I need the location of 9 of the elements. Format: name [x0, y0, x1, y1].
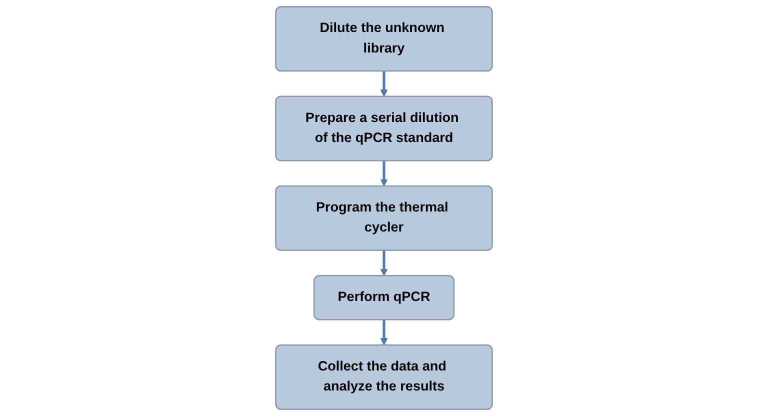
- node-box: Dilute the unknown library: [275, 6, 493, 72]
- node-box: Prepare a serial dilution of the qPCR standard: [275, 96, 493, 162]
- node-box: Collect the data and analyze the results: [275, 344, 493, 410]
- arrow: [380, 160, 388, 186]
- node-box: Program the thermal cycler: [275, 185, 493, 251]
- arrow: [380, 320, 388, 346]
- arrow: [380, 71, 388, 97]
- arrow: [380, 250, 388, 276]
- node-box: Perform qPCR: [313, 275, 455, 320]
